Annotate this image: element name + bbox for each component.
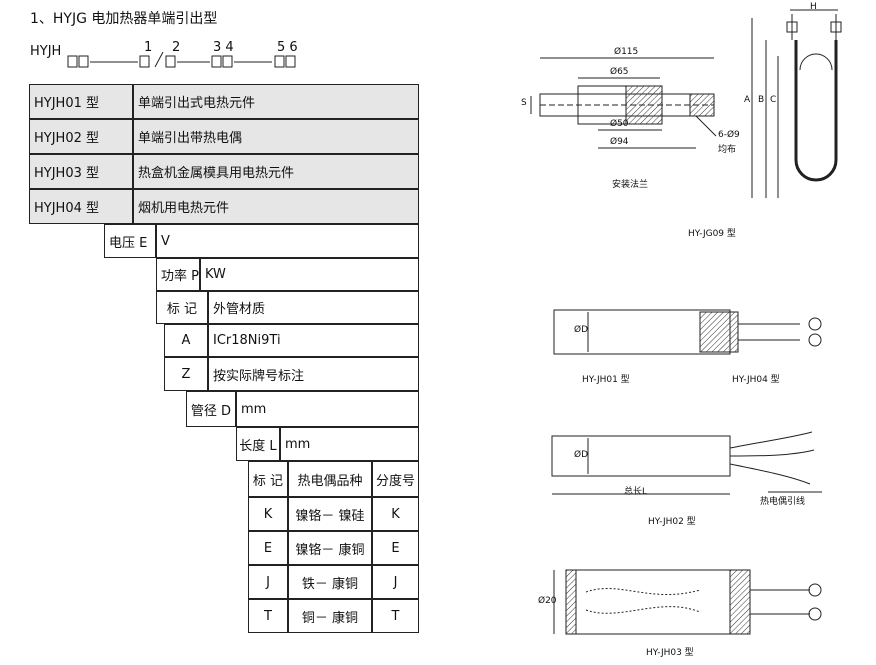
jg09-caption: HY-JG09 型 <box>688 229 736 239</box>
material-mark-z: Z <box>164 357 208 391</box>
tc-kind-j: 铁－ 康铜 <box>288 565 372 599</box>
flange-caption: 安装法兰 <box>612 180 649 190</box>
material-value-z: 按实际牌号标注 <box>208 357 419 391</box>
diameter-unit: mm <box>236 391 419 427</box>
flange-drawing <box>530 57 717 149</box>
type-code-1: HYJH01 型 <box>29 84 133 119</box>
jg09-c: C <box>770 95 777 105</box>
tc-mark-e: E <box>248 531 288 565</box>
jh03-drawing <box>553 569 822 635</box>
diameter-label: 管径 D <box>186 391 236 427</box>
flange-s: S <box>521 98 527 108</box>
material-value-a: ICr18Ni9Ti <box>208 324 419 357</box>
material-value-header: 外管材质 <box>208 291 419 324</box>
code-n56: 5 6 <box>277 40 298 55</box>
page-title: 1、HYJG 电加热器单端引出型 <box>30 11 218 27</box>
code-n2: 2 <box>172 40 181 55</box>
jh01-drawing <box>553 309 822 355</box>
jh04-caption: HY-JH04 型 <box>732 375 780 385</box>
jh02-caption: HY-JH02 型 <box>648 517 696 527</box>
tc-grade-e: E <box>372 531 419 565</box>
tc-kind-t: 铜－ 康铜 <box>288 599 372 633</box>
code-n1: 1 <box>144 40 153 55</box>
tc-mark-header: 标 记 <box>248 461 288 497</box>
jg09-drawing <box>751 9 842 198</box>
voltage-label: 电压 E <box>104 224 156 258</box>
type-code-3: HYJH03 型 <box>29 154 133 189</box>
power-label: 功率 P <box>156 258 200 291</box>
flange-d65: Ø65 <box>610 67 629 77</box>
tc-grade-k: K <box>372 497 419 531</box>
tc-grade-t: T <box>372 599 419 633</box>
tc-kind-e: 镍铬－ 康铜 <box>288 531 372 565</box>
type-desc-1: 单端引出式电热元件 <box>133 84 419 119</box>
flange-d50: Ø50 <box>610 119 629 129</box>
jh01-caption: HY-JH01 型 <box>582 375 630 385</box>
material-mark-a: A <box>164 324 208 357</box>
jh02-lead: 热电偶引线 <box>760 497 806 507</box>
model-code: HYJH <box>30 44 61 59</box>
jh03-caption: HY-JH03 型 <box>646 648 694 658</box>
flange-holes: 6-Ø9 <box>718 130 740 140</box>
jg09-h: H <box>810 2 817 12</box>
jh02-drawing <box>551 431 822 495</box>
power-unit: KW <box>200 258 419 291</box>
flange-d115: Ø115 <box>614 47 639 57</box>
code-prefix: HYJH <box>30 44 62 59</box>
type-desc-2: 单端引出带热电偶 <box>133 119 419 154</box>
jh01-od: ØD <box>574 325 589 335</box>
tc-mark-k: K <box>248 497 288 531</box>
jg09-a: A <box>744 95 751 105</box>
jh03-od: Ø20 <box>538 596 557 606</box>
tc-mark-t: T <box>248 599 288 633</box>
type-desc-3: 热盒机金属模具用电热元件 <box>133 154 419 189</box>
jh02-length: 总长L <box>624 487 648 497</box>
tc-mark-j: J <box>248 565 288 599</box>
code-n34: 3 4 <box>213 40 234 55</box>
flange-holes-even: 均布 <box>718 145 737 155</box>
tc-kind-header: 热电偶品种 <box>288 461 372 497</box>
type-code-4: HYJH04 型 <box>29 189 133 224</box>
material-mark-header: 标 记 <box>156 291 208 324</box>
tc-grade-header: 分度号 <box>372 461 419 497</box>
jg09-b: B <box>758 95 765 105</box>
length-label: 长度 L <box>236 427 280 461</box>
tc-grade-j: J <box>372 565 419 599</box>
flange-d94: Ø94 <box>610 137 629 147</box>
jh02-od: ØD <box>574 450 589 460</box>
tc-kind-k: 镍铬－ 镍硅 <box>288 497 372 531</box>
type-desc-4: 烟机用电热元件 <box>133 189 419 224</box>
length-unit: mm <box>280 427 419 461</box>
voltage-unit: V <box>156 224 419 258</box>
type-code-2: HYJH02 型 <box>29 119 133 154</box>
